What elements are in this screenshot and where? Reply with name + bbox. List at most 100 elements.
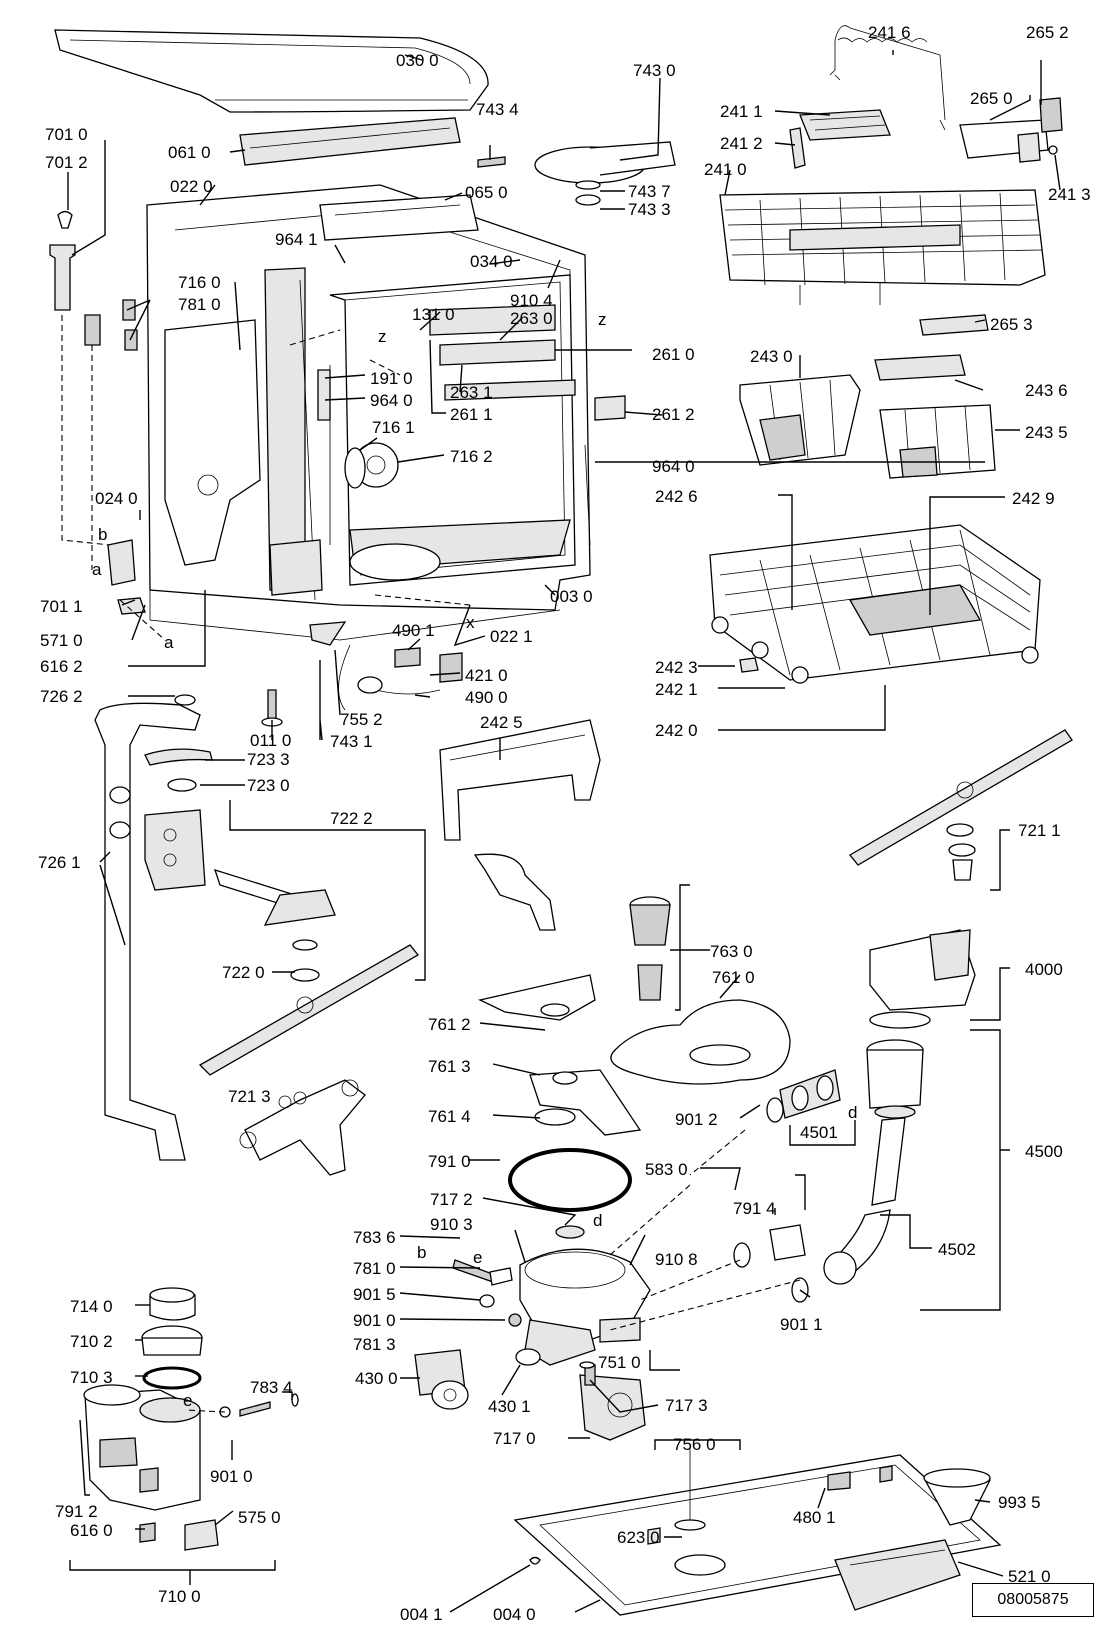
label-964-1: 964 1 xyxy=(275,230,318,249)
label-717-0: 717 0 xyxy=(493,1429,536,1448)
label-756-0: 756 0 xyxy=(673,1435,716,1454)
label-065-0: 065 0 xyxy=(465,183,508,202)
label-241-0: 241 0 xyxy=(704,160,747,179)
label-261-2: 261 2 xyxy=(652,405,695,424)
part-handle-2653 xyxy=(919,314,989,336)
part-worktop-lid xyxy=(54,29,489,113)
label-4000: 4000 xyxy=(1025,960,1063,979)
part-distributor-7222 xyxy=(144,809,336,926)
label-265-0: 265 0 xyxy=(970,89,1013,108)
label-263-1: 263 1 xyxy=(450,383,493,402)
label-242-0: 242 0 xyxy=(655,721,698,740)
part-aquastop-hose xyxy=(49,210,146,615)
label-241-3: 241 3 xyxy=(1048,185,1091,204)
ref-letter-z: z xyxy=(378,327,387,346)
part-filter-7613 xyxy=(529,1069,642,1136)
part-insulation-strip xyxy=(239,117,461,166)
ref-letter-a: a xyxy=(92,560,102,579)
label-716-1: 716 1 xyxy=(372,418,415,437)
part-upper-spray-pipe xyxy=(439,719,601,931)
label-761-2: 761 2 xyxy=(428,1015,471,1034)
label-710-0: 710 0 xyxy=(158,1587,201,1606)
label-761-4: 761 4 xyxy=(428,1107,471,1126)
label-243-5: 243 5 xyxy=(1025,423,1068,442)
label-024-0: 024 0 xyxy=(95,489,138,508)
label-191-0: 191 0 xyxy=(370,369,413,388)
label-910-8: 910 8 xyxy=(655,1250,698,1269)
label-242-3: 242 3 xyxy=(655,658,698,677)
label-751-0: 751 0 xyxy=(598,1353,641,1372)
part-base-pan xyxy=(513,1445,1002,1616)
label-265-2: 265 2 xyxy=(1026,23,1069,42)
part-clip-2412 xyxy=(789,127,806,169)
label-4502: 4502 xyxy=(938,1240,976,1259)
label-616-2: 616 2 xyxy=(40,657,83,676)
label-616-0: 616 0 xyxy=(70,1521,113,1540)
part-lower-spray-arm xyxy=(198,939,419,1076)
part-tub-cabinet xyxy=(146,184,626,641)
label-242-5: 242 5 xyxy=(480,713,523,732)
label-726-2: 726 2 xyxy=(40,687,83,706)
label-761-3: 761 3 xyxy=(428,1057,471,1076)
label-022-0: 022 0 xyxy=(170,177,213,196)
label-791-2: 791 2 xyxy=(55,1502,98,1521)
label-061-0: 061 0 xyxy=(168,143,211,162)
label-421-0: 421 0 xyxy=(465,666,508,685)
part-spray-arm-7233 xyxy=(144,748,213,792)
part-heater-4500 xyxy=(766,1039,924,1285)
label-717-3: 717 3 xyxy=(665,1396,708,1415)
label-910-4: 910 4 xyxy=(510,291,553,310)
label-003-0: 003 0 xyxy=(550,587,593,606)
label-034-0: 034 0 xyxy=(470,252,513,271)
ref-letter-b: b xyxy=(98,525,107,544)
part-spray-holder xyxy=(477,141,676,206)
label-721-3: 721 3 xyxy=(228,1087,271,1106)
ref-letter-b-2: b xyxy=(417,1243,426,1262)
part-valve-5830 xyxy=(733,1224,809,1303)
label-623-0: 623 0 xyxy=(617,1528,660,1547)
ref-letter-z-2: z xyxy=(598,310,607,329)
label-583-0: 583 0 xyxy=(645,1160,688,1179)
part-fine-filter-7610 xyxy=(610,999,791,1085)
label-480-1: 480 1 xyxy=(793,1508,836,1527)
part-microfilter-7612 xyxy=(478,974,596,1021)
label-710-3: 710 3 xyxy=(70,1368,113,1387)
label-701-0: 701 0 xyxy=(45,125,88,144)
label-716-2: 716 2 xyxy=(450,447,493,466)
label-011-0: 011 0 xyxy=(250,731,291,750)
part-control-panel-5210 xyxy=(834,1539,961,1611)
label-717-2: 717 2 xyxy=(430,1190,473,1209)
label-783-4: 783 4 xyxy=(250,1378,293,1397)
label-781-0-upper: 781 0 xyxy=(178,295,221,314)
label-243-0: 243 0 xyxy=(750,347,793,366)
label-261-0: 261 0 xyxy=(652,345,695,364)
ref-letter-d-2: d xyxy=(848,1103,857,1122)
label-241-2: 241 2 xyxy=(720,134,763,153)
label-901-1: 901 1 xyxy=(780,1315,823,1334)
label-701-1: 701 1 xyxy=(40,597,83,616)
label-993-5: 993 5 xyxy=(998,1493,1041,1512)
label-783-6: 783 6 xyxy=(353,1228,396,1247)
label-791-0: 791 0 xyxy=(428,1152,471,1171)
ref-letter-e: e xyxy=(473,1248,482,1267)
label-781-0-lower: 781 0 xyxy=(353,1259,396,1278)
part-water-softener xyxy=(83,1287,299,1551)
ref-letter-a-2: a xyxy=(164,633,174,652)
part-cup-rack xyxy=(799,25,946,141)
label-575-0: 575 0 xyxy=(238,1508,281,1527)
label-243-6: 243 6 xyxy=(1025,381,1068,400)
ref-letter-d: d xyxy=(593,1211,602,1230)
label-263-0: 263 0 xyxy=(510,309,553,328)
part-labels: 030 0 061 0 022 0 065 0 743 4 743 0 743 … xyxy=(38,23,1091,1624)
label-261-1: 261 1 xyxy=(450,405,493,424)
label-781-3: 781 3 xyxy=(353,1335,396,1354)
label-743-7: 743 7 xyxy=(628,182,671,201)
label-901-5: 901 5 xyxy=(353,1285,396,1304)
label-743-3: 743 3 xyxy=(628,200,671,219)
label-901-0-upper: 901 0 xyxy=(353,1311,396,1330)
label-714-0: 714 0 xyxy=(70,1297,113,1316)
ref-letter-x: x xyxy=(466,613,475,632)
label-242-6: 242 6 xyxy=(655,487,698,506)
